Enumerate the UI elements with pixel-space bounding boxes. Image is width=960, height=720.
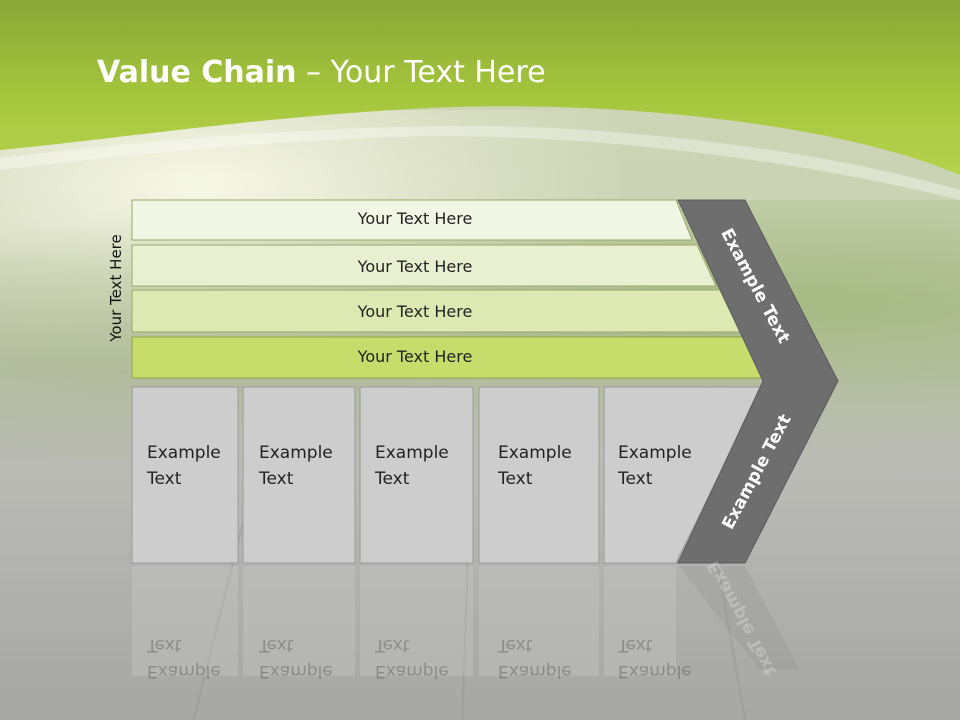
support-row-3-label: Your Text Here — [357, 302, 473, 321]
support-row-2-label: Your Text Here — [357, 257, 473, 276]
title-rest: – Your Text Here — [296, 55, 546, 90]
support-row-4-label: Your Text Here — [357, 347, 473, 366]
activity-box-5 — [603, 386, 763, 564]
support-row-1 — [131, 199, 693, 241]
activity-box-1-text: Example Text — [147, 440, 221, 492]
header-band — [0, 0, 960, 200]
activity-5-line1: Example — [618, 443, 692, 463]
activity-box-5-text: Example Text — [618, 440, 692, 492]
title-bold: Value Chain — [97, 55, 297, 90]
activity-4-reflection: Example Text — [498, 635, 572, 681]
margin-chevron — [677, 199, 839, 564]
activity-box-3 — [359, 386, 474, 564]
activity-5-line2: Text — [618, 469, 653, 489]
activity-box-4-text: Example Text — [498, 440, 572, 492]
activity-4-line1: Example — [498, 443, 572, 463]
activity-box-2 — [242, 386, 356, 564]
activity-3-line2: Text — [375, 469, 410, 489]
support-row-1-label: Your Text Here — [357, 209, 473, 228]
activity-3-reflection: Example Text — [375, 635, 449, 681]
activity-box-4 — [478, 386, 600, 564]
activity-box-1 — [131, 386, 239, 564]
activity-2-reflection: Example Text — [259, 635, 333, 681]
activity-5-reflection: Example Text — [618, 635, 692, 681]
activity-box-3-text: Example Text — [375, 440, 449, 492]
activity-3-line1: Example — [375, 443, 449, 463]
activity-box-2-text: Example Text — [259, 440, 333, 492]
activity-2-line1: Example — [259, 443, 333, 463]
activity-1-line2: Text — [147, 469, 182, 489]
diagram-reflection — [132, 566, 800, 676]
activity-1-line1: Example — [147, 443, 221, 463]
activity-1-reflection: Example Text — [147, 635, 221, 681]
activity-4-line2: Text — [498, 469, 533, 489]
support-row-2 — [131, 244, 717, 287]
activity-2-line2: Text — [259, 469, 294, 489]
slide-title: Value Chain – Your Text Here — [97, 55, 546, 90]
